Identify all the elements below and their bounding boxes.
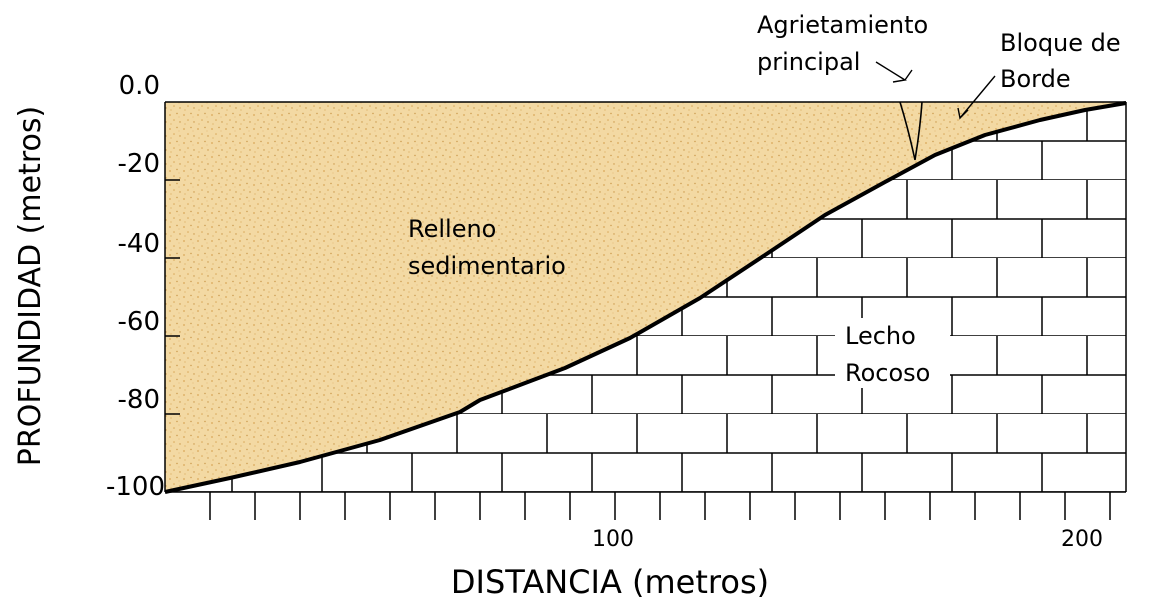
y-tick-80: -80 [118,385,160,415]
bedrock-label-line1: Lecho [845,322,916,350]
y-tick-20: -20 [118,149,160,179]
y-tick-40: -40 [118,229,160,259]
y-tick-0: 0.0 [119,71,160,101]
edge-block-leader [957,75,996,120]
x-tick-100: 100 [592,527,634,552]
edge-block-label-line1: Bloque de [1000,29,1121,57]
fill-label-line2: sedimentario [408,252,566,280]
x-tick-200: 200 [1061,527,1103,552]
x-axis-title: DISTANCIA (metros) [451,563,769,601]
crack-label-line2: principal [757,48,860,76]
y-axis-title: PROFUNDIDAD (metros) [13,106,48,466]
main-crack [899,101,923,161]
edge-block-label-line2: Borde [1000,65,1071,93]
bedrock-label-bg [835,318,950,388]
bedrock-label-line2: Rocoso [845,359,930,387]
crack-label-line1: Agrietamiento [757,11,928,39]
crack-leader-arrow [875,61,913,83]
y-tick-marks [165,179,180,415]
sediment-fill [165,102,1126,492]
bedrock-interface-line [164,101,1127,494]
y-tick-100: -100 [106,472,165,502]
fill-label-line1: Relleno [408,215,496,243]
y-tick-60: -60 [118,307,160,337]
x-tick-marks [209,492,1111,520]
